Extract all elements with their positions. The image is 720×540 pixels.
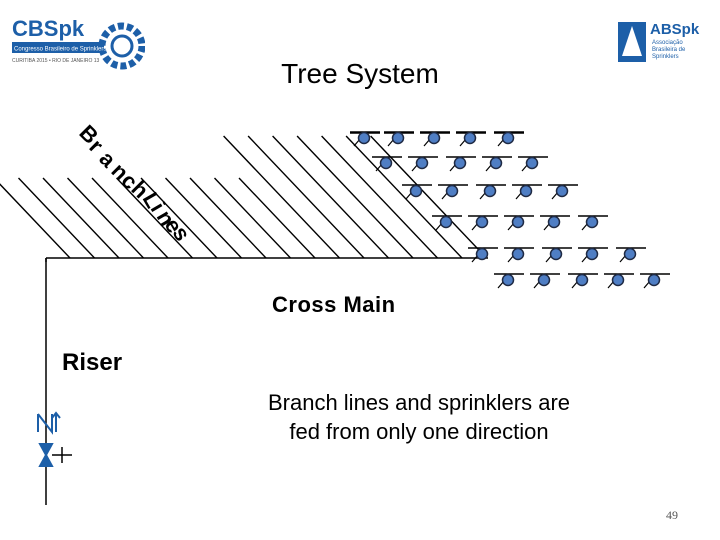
cbspk-logo-line1: Congresso Brasileiro de Sprinklers — [14, 47, 106, 53]
sprinkler-head-icon — [647, 273, 661, 287]
branch-line — [272, 135, 390, 259]
sprinkler-head-icon — [519, 184, 533, 198]
cbspk-logo-line2: CURITIBA 2015 • RIO DE JANEIRO 13 — [12, 58, 100, 64]
sprinkler-head-icon — [415, 156, 429, 170]
branch-line — [247, 135, 365, 259]
sprinkler-head-icon — [585, 247, 599, 261]
sprinkler-head-icon — [453, 156, 467, 170]
sprinkler-head-icon — [575, 273, 589, 287]
caption-line-2: fed from only one direction — [289, 419, 549, 444]
branch-line — [164, 177, 243, 259]
branch-line — [296, 135, 414, 259]
branch-line — [17, 177, 96, 259]
sprinkler-head-icon — [439, 215, 453, 229]
caption-line-1: Branch lines and sprinklers are — [267, 390, 571, 415]
sprinkler-head-icon — [445, 184, 459, 198]
branch-line — [238, 177, 316, 259]
sprinkler-head-icon — [489, 156, 503, 170]
branch-line — [321, 135, 439, 259]
sprinkler-head-icon — [409, 184, 423, 198]
sprinkler-head-icon — [511, 247, 525, 261]
branch-line — [345, 135, 463, 259]
check-valve-icon — [37, 413, 53, 435]
slide-title: Tree System — [281, 58, 439, 89]
page-number: 49 — [666, 508, 678, 522]
sprinkler-head-icon — [623, 247, 637, 261]
sprinkler-head-icon — [525, 156, 539, 170]
sprinkler-head-icon — [511, 215, 525, 229]
branch-line — [91, 177, 169, 259]
branch-line — [213, 177, 292, 259]
cross-main-label: Cross Main — [272, 292, 396, 317]
branch-line — [0, 183, 71, 259]
sprinkler-head-icon — [427, 131, 441, 145]
abspk-logo: ABSpk Associação Brasileira de Sprinkler… — [618, 21, 700, 62]
branch-line — [66, 177, 145, 259]
branch-lines — [0, 131, 670, 289]
sprinkler-head-icon — [391, 131, 405, 145]
abspk-logo-line3: Sprinklers — [652, 54, 679, 60]
riser-valve — [37, 411, 72, 467]
sprinkler-head-icon — [547, 215, 561, 229]
branch-line — [189, 177, 267, 259]
abspk-logo-line1: Associação — [652, 40, 683, 46]
sprinkler-head-icon — [501, 273, 515, 287]
sprinkler-head-icon — [475, 247, 489, 261]
flow-arrow-icon — [51, 411, 61, 432]
branch-line — [370, 135, 488, 259]
branch-line — [42, 177, 120, 259]
cbspk-logo-name: CBSpk — [12, 16, 85, 41]
sprinkler-head-icon — [611, 273, 625, 287]
sprinklers — [357, 131, 661, 287]
sprinkler-head-icon — [357, 131, 371, 145]
sprinkler-head-icon — [483, 184, 497, 198]
sprinkler-head-icon — [555, 184, 569, 198]
sprinkler-head-icon — [501, 131, 515, 145]
sprinkler-head-icon — [549, 247, 563, 261]
branch-line — [115, 177, 194, 259]
abspk-logo-name: ABSpk — [650, 21, 700, 38]
piping — [45, 257, 488, 505]
branch-line — [223, 135, 341, 259]
riser-label: Riser — [62, 349, 123, 376]
cbspk-logo: CBSpk Congresso Brasileiro de Sprinklers… — [12, 16, 145, 70]
sprinkler-head-icon — [585, 215, 599, 229]
sprinkler-head-icon — [463, 131, 477, 145]
gate-valve-icon — [38, 443, 54, 467]
sprinkler-head-icon — [537, 273, 551, 287]
valve-handle-icon — [52, 447, 72, 463]
caption: Branch lines and sprinklers are fed from… — [214, 388, 624, 446]
sprinkler-head-icon — [379, 156, 393, 170]
abspk-logo-line2: Brasileira de — [652, 47, 686, 53]
branch-line — [140, 177, 218, 259]
sprinkler-head-icon — [475, 215, 489, 229]
